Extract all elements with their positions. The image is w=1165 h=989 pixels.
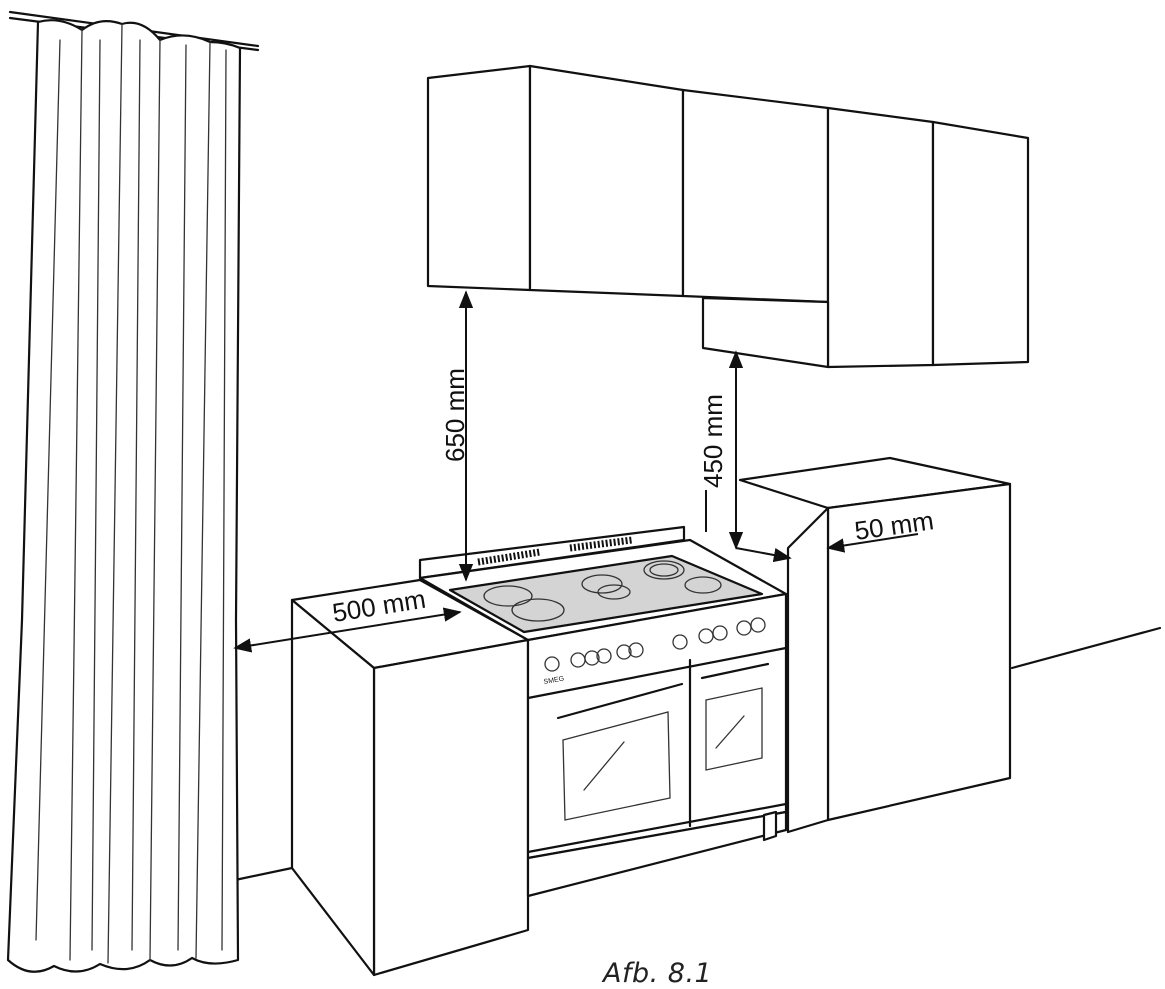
figure-caption: Afb. 8.1	[603, 958, 713, 989]
right-cabinet	[738, 456, 1012, 834]
burners	[483, 560, 722, 622]
label-650mm: 650 mm	[440, 368, 470, 462]
label-450mm: 450 mm	[698, 394, 728, 488]
dimension-lines	[233, 290, 919, 653]
vents	[477, 536, 633, 566]
left-cabinet	[290, 578, 530, 977]
knobs	[544, 617, 766, 672]
range-cooker	[418, 525, 788, 898]
curtain	[6, 10, 260, 973]
upper-cabinets	[426, 64, 1030, 369]
brand-label: SMEG	[543, 675, 565, 685]
